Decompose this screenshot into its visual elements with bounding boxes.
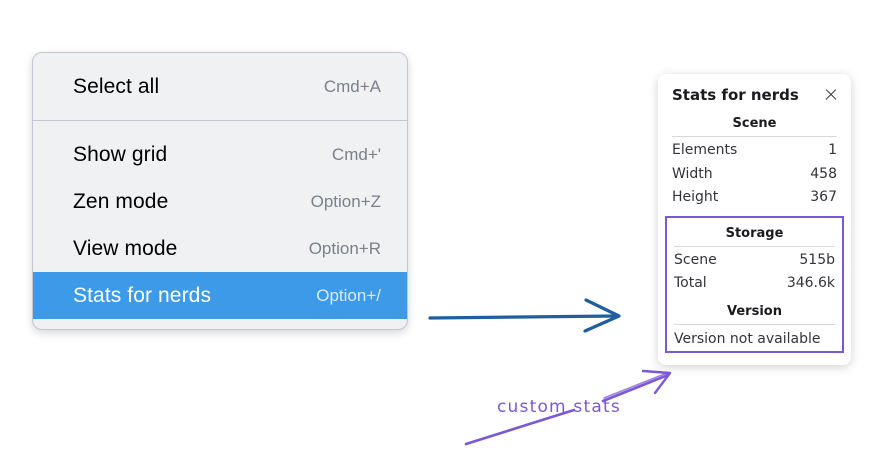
menu-item-stats-for-nerds[interactable]: Stats for nerds Option+/ xyxy=(33,272,407,319)
stat-row: Scene 515b xyxy=(674,249,835,273)
menu-item-shortcut: Option+Z xyxy=(310,191,381,211)
version-section-heading: Version xyxy=(727,303,782,319)
section-divider xyxy=(672,136,837,137)
scene-section: Scene Elements 1 Width 458 Height 367 xyxy=(658,108,851,210)
storage-section: Storage Scene 515b Total 346.6k xyxy=(667,218,842,296)
stat-row: Width 458 xyxy=(672,163,837,187)
menu-group-1: Select all Cmd+A xyxy=(33,53,407,110)
custom-stats-highlight-region: Storage Scene 515b Total 346.6k Version … xyxy=(665,215,844,353)
menu-item-shortcut: Option+R xyxy=(308,238,381,258)
stat-value: 458 xyxy=(810,165,837,182)
stat-row: Total 346.6k xyxy=(674,272,835,296)
stat-value: 367 xyxy=(810,189,837,205)
section-divider xyxy=(674,245,835,247)
menu-item-label: Stats for nerds xyxy=(73,283,212,307)
stat-key: Width xyxy=(672,165,713,182)
menu-item-zen-mode[interactable]: Zen mode Option+Z xyxy=(33,178,407,225)
menu-item-label: Zen mode xyxy=(73,189,169,213)
close-icon[interactable] xyxy=(823,87,839,103)
stat-row: Height 367 xyxy=(672,186,837,210)
storage-section-heading: Storage xyxy=(725,225,784,241)
stat-key: Scene xyxy=(674,251,717,268)
stat-value: 1 xyxy=(828,142,837,158)
menu-item-shortcut: Option+/ xyxy=(316,285,381,305)
menu-item-shortcut: Cmd+' xyxy=(331,144,381,164)
stat-key: Height xyxy=(672,189,719,205)
menu-item-label: View mode xyxy=(73,236,178,260)
stat-key: Elements xyxy=(672,142,738,158)
stat-value: 515b xyxy=(799,251,835,268)
version-section: Version Version not available xyxy=(667,296,842,349)
blue-arrow-icon xyxy=(428,298,621,333)
section-divider xyxy=(674,323,835,325)
menu-item-label: Show grid xyxy=(73,142,168,166)
menu-item-select-all[interactable]: Select all Cmd+A xyxy=(33,63,407,110)
menu-item-view-mode[interactable]: View mode Option+R xyxy=(33,225,407,272)
menu-separator xyxy=(33,120,407,121)
panel-header: Stats for nerds xyxy=(658,84,851,108)
handwritten-annotation-label: custom stats xyxy=(497,397,621,417)
menu-group-2: Show grid Cmd+' Zen mode Option+Z View m… xyxy=(33,121,407,319)
panel-title: Stats for nerds xyxy=(672,86,799,104)
stat-key: Total xyxy=(674,275,707,291)
scene-section-heading: Scene xyxy=(732,116,777,131)
context-menu: Select all Cmd+A Show grid Cmd+' Zen mod… xyxy=(32,52,408,330)
menu-item-label: Select all xyxy=(73,74,160,98)
stat-value: 346.6k xyxy=(786,275,835,291)
version-note: Version not available xyxy=(674,330,821,347)
menu-item-shortcut: Cmd+A xyxy=(323,76,381,96)
stat-row: Elements 1 xyxy=(672,139,837,163)
stats-for-nerds-panel: Stats for nerds Scene Elements 1 Width 4… xyxy=(658,74,851,365)
menu-item-show-grid[interactable]: Show grid Cmd+' xyxy=(33,131,407,178)
